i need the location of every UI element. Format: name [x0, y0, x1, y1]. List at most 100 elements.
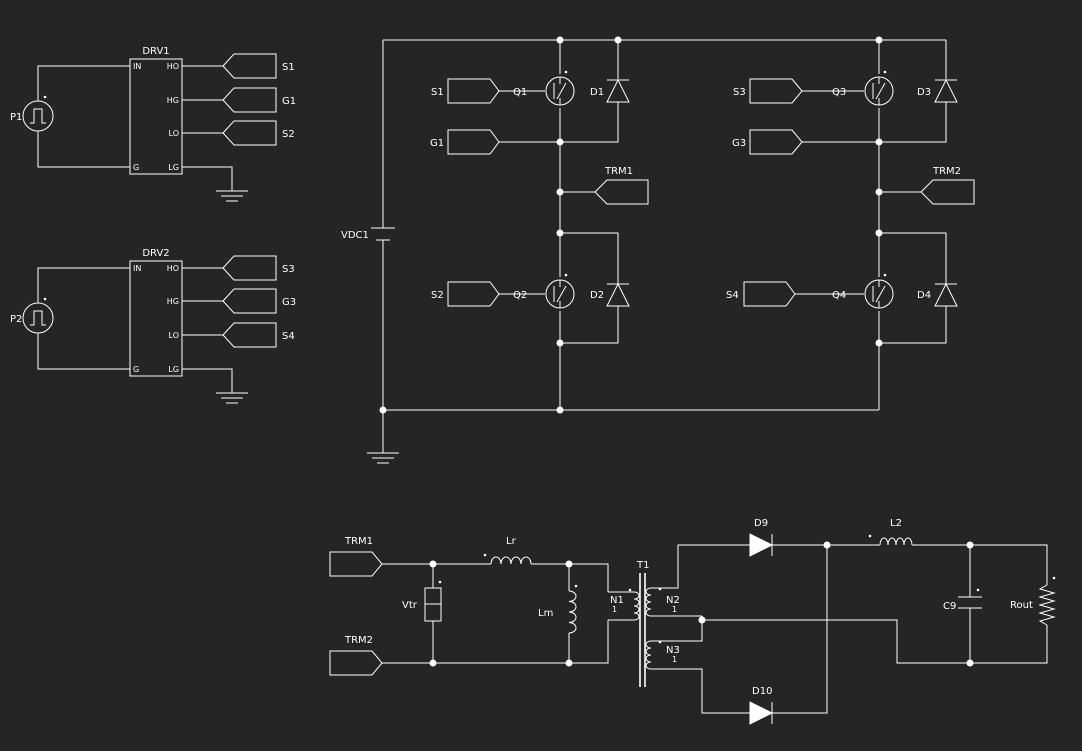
- d1-label: D1: [590, 87, 604, 98]
- drv2-pin-hg: HG: [167, 297, 179, 306]
- bridge-port-g1-label: G1: [430, 138, 444, 149]
- c9-label: C9: [943, 601, 956, 612]
- switch-q4[interactable]: Q4: [795, 273, 894, 309]
- n2-turns: 1: [672, 605, 677, 614]
- port-s2-bridge[interactable]: [447, 281, 500, 307]
- bridge-port-s3-label: S3: [733, 87, 746, 98]
- port-trm1-output[interactable]: [329, 551, 383, 577]
- output-stage: TRM1 TRM2 Vtr Lr Lm: [329, 518, 1056, 725]
- port-g1-drv1[interactable]: [222, 87, 277, 113]
- voltage-probe-vtr[interactable]: Vtr: [402, 580, 442, 622]
- bridge-port-s4-label: S4: [726, 290, 739, 301]
- switch-q2[interactable]: Q2: [498, 273, 575, 309]
- d2-label: D2: [590, 290, 604, 301]
- inductor-lr[interactable]: Lr: [483, 536, 532, 565]
- d10-label: D10: [752, 686, 772, 697]
- port-s4-drv2[interactable]: [222, 322, 277, 348]
- q1-label: Q1: [513, 87, 527, 98]
- pulse-source-p2[interactable]: P2: [10, 297, 54, 334]
- n2-label: N2: [666, 595, 680, 606]
- source-p2-label: P2: [10, 314, 22, 325]
- drv1-pin-in: IN: [133, 62, 141, 71]
- port-s2-drv1[interactable]: [222, 120, 277, 146]
- source-p1-label: P1: [10, 112, 22, 123]
- drv2-pin-g: G: [133, 365, 139, 374]
- pulse-icon: [30, 108, 46, 124]
- driver-drv1[interactable]: DRV1 IN G HO HG LO LG S1 G1 S2 P1: [10, 46, 296, 202]
- l2-label: L2: [890, 518, 902, 529]
- bridge-port-trm2-label: TRM2: [932, 166, 961, 177]
- d4-label: D4: [917, 290, 931, 301]
- switch-q3[interactable]: Q3: [802, 70, 894, 106]
- pulse-icon: [30, 310, 46, 326]
- drv2-out-hg-label: G3: [282, 297, 296, 308]
- ground-icon: [367, 452, 399, 464]
- junction-dots: [379, 36, 883, 414]
- resistor-rout[interactable]: Rout: [1010, 576, 1056, 626]
- capacitor-c9[interactable]: C9: [943, 588, 982, 612]
- diode-d9[interactable]: D9: [749, 518, 774, 557]
- diode-d3[interactable]: D3: [917, 78, 958, 103]
- driver-drv1-body[interactable]: [129, 58, 183, 175]
- drv1-out-ho-label: S1: [282, 62, 295, 73]
- port-s3-drv2[interactable]: [222, 255, 277, 281]
- drv2-out-ho-label: S3: [282, 264, 295, 275]
- q2-label: Q2: [513, 290, 527, 301]
- d3-label: D3: [917, 87, 931, 98]
- driver-drv2[interactable]: DRV2 IN G HO HG LO LG S3 G3 S4 P2: [10, 248, 296, 404]
- rout-label: Rout: [1010, 600, 1033, 611]
- ground-icon: [216, 392, 248, 404]
- bridge-port-trm1-label: TRM1: [604, 166, 633, 177]
- port-trm1-bridge[interactable]: [594, 179, 649, 205]
- transformer-t1[interactable]: T1 N1 1 N2 1 N3 1: [608, 560, 680, 687]
- full-bridge: VDC1 Q1 S1 G1: [341, 36, 975, 464]
- pulse-source-p1[interactable]: P1: [10, 95, 54, 132]
- vtr-label: Vtr: [402, 600, 418, 611]
- ground-icon: [216, 190, 248, 202]
- diode-d4[interactable]: D4: [917, 282, 958, 307]
- drv2-pin-ho: HO: [167, 264, 179, 273]
- diode-d1[interactable]: D1: [590, 78, 630, 103]
- n3-label: N3: [666, 645, 680, 656]
- port-g1-bridge[interactable]: [447, 129, 500, 155]
- port-s1-drv1[interactable]: [222, 53, 277, 79]
- drv1-lg-wire: [182, 166, 233, 191]
- bridge-port-s2-label: S2: [431, 290, 444, 301]
- t1-label: T1: [636, 560, 649, 571]
- bridge-port-g3-label: G3: [732, 138, 746, 149]
- port-g3-drv2[interactable]: [222, 288, 277, 314]
- dc-source-vdc1[interactable]: VDC1: [341, 227, 395, 241]
- drv2-pin-lo: LO: [169, 331, 179, 340]
- lr-label: Lr: [506, 536, 517, 547]
- output-port-trm2-label: TRM2: [344, 635, 373, 646]
- output-port-trm1-label: TRM1: [344, 536, 373, 547]
- port-trm2-output[interactable]: [329, 650, 383, 676]
- drv1-pin-lo: LO: [169, 129, 179, 138]
- inductor-lm[interactable]: Lm: [538, 584, 578, 634]
- drv1-pin-g: G: [133, 163, 139, 172]
- junction-dots: [429, 541, 974, 667]
- port-s1-bridge[interactable]: [447, 78, 500, 104]
- drv1-pin-ho: HO: [167, 62, 179, 71]
- port-g3-bridge[interactable]: [749, 129, 803, 155]
- drv1-out-hg-label: G1: [282, 96, 296, 107]
- port-trm2-bridge[interactable]: [920, 179, 975, 205]
- port-s3-bridge[interactable]: [749, 78, 803, 104]
- n1-label: N1: [610, 595, 624, 606]
- drv2-pin-lg: LG: [168, 365, 179, 374]
- drv1-pin-hg: HG: [167, 96, 179, 105]
- switch-q1[interactable]: Q1: [498, 70, 575, 106]
- port-s4-bridge[interactable]: [743, 281, 796, 307]
- inductor-l2[interactable]: L2: [868, 518, 913, 546]
- drv1-out-lo-label: S2: [282, 129, 295, 140]
- driver-drv2-body[interactable]: [129, 260, 183, 377]
- diode-d2[interactable]: D2: [590, 282, 630, 307]
- d9-label: D9: [754, 518, 768, 529]
- drv2-pin-in: IN: [133, 264, 141, 273]
- p2-in-wire: [37, 267, 130, 303]
- diode-d10[interactable]: D10: [749, 686, 774, 725]
- vdc1-label: VDC1: [341, 230, 369, 241]
- driver-drv1-label: DRV1: [142, 46, 169, 57]
- drv1-pin-lg: LG: [168, 163, 179, 172]
